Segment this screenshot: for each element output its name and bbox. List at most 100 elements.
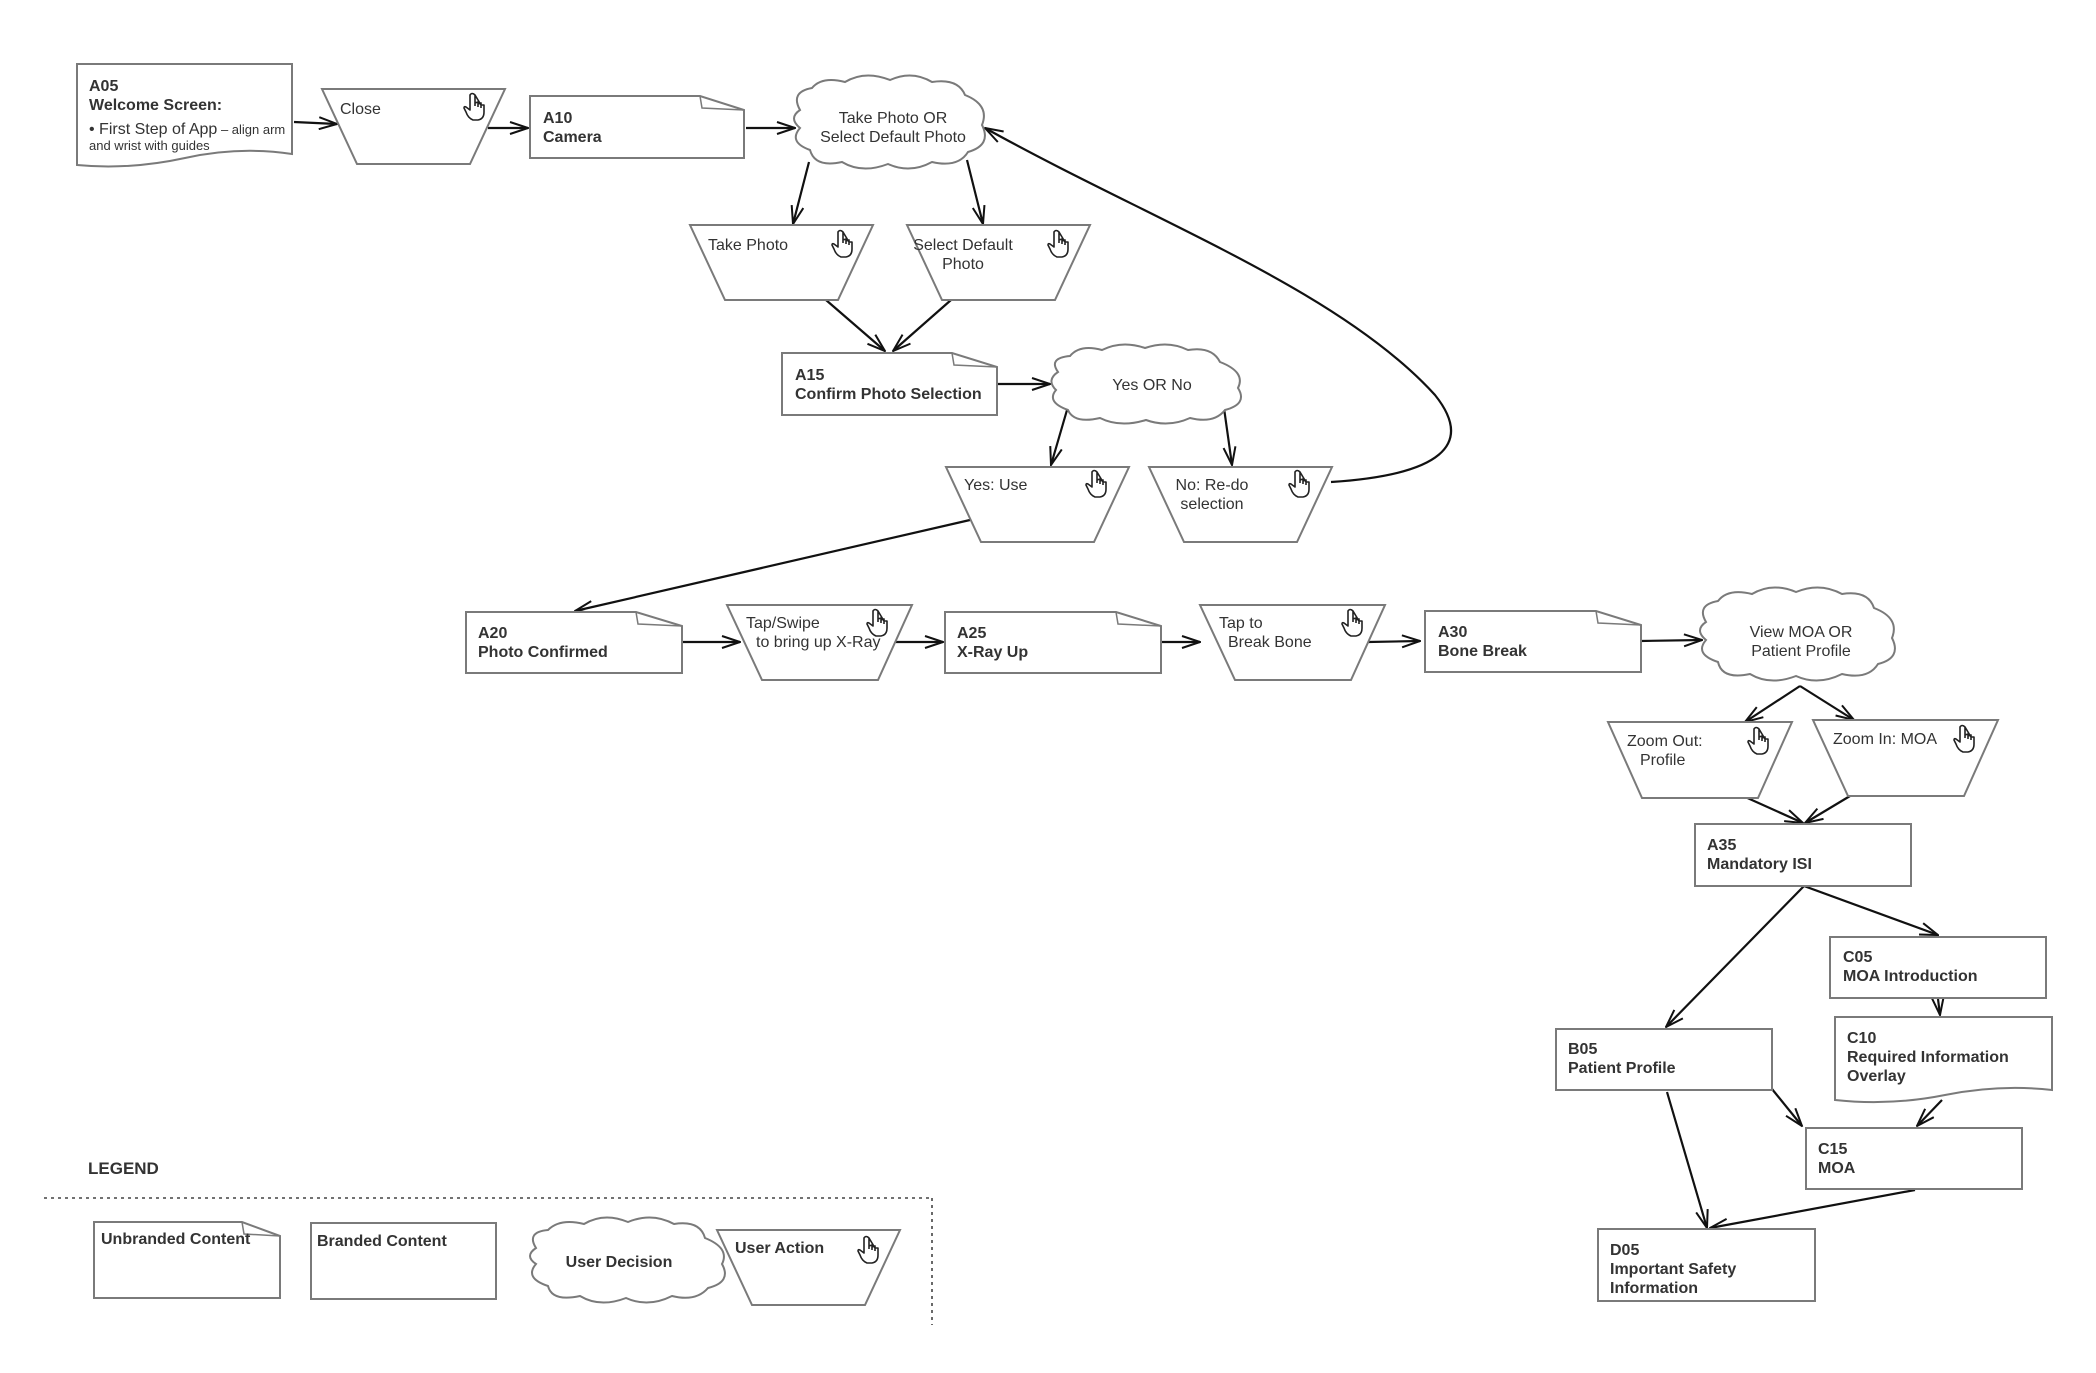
- a20-title: Photo Confirmed: [478, 644, 608, 661]
- edge-yesorno-yes: [1051, 409, 1069, 465]
- node-take-or-select-decision[interactable]: Take Photo OR Select Default Photo: [793, 74, 986, 170]
- edge-viewmoa-zoomout: [1745, 685, 1801, 722]
- node-tap-break-action[interactable]: Tap to Break Bone: [1198, 604, 1387, 681]
- b05-title: Patient Profile: [1568, 1060, 1676, 1077]
- node-zoom-in-action[interactable]: Zoom In: MOA: [1811, 719, 2000, 797]
- legend: LEGEND Unbranded Content Branded Content…: [44, 1159, 933, 1325]
- edge-selectdefault-a15: [893, 299, 952, 351]
- zoom-out-line2: Profile: [1640, 752, 1685, 769]
- edge-a30-viewmoa: [1639, 640, 1702, 641]
- edge-b05-d05: [1665, 1091, 1707, 1228]
- zoom-in-label: Zoom In: MOA: [1833, 731, 1937, 748]
- legend-user-action: User Action: [715, 1229, 902, 1306]
- a05-bullet-rest: – align arm: [217, 122, 285, 137]
- node-no-redo-action[interactable]: No: Re-do selection: [1147, 466, 1334, 543]
- a25-title: X-Ray Up: [957, 644, 1028, 661]
- edge-a05-close: [293, 122, 337, 124]
- view-moa-line1: View MOA OR: [1750, 624, 1853, 641]
- node-a35-mandatory-isi[interactable]: A35 Mandatory ISI: [1694, 823, 1912, 887]
- b05-code: B05: [1568, 1041, 1597, 1058]
- edge-c10-c15: [1917, 1099, 1943, 1126]
- a20-code: A20: [478, 625, 507, 642]
- edge-yesorno-no: [1224, 407, 1232, 465]
- legend-title: LEGEND: [88, 1159, 159, 1178]
- yes-use-label: Yes: Use: [964, 477, 1028, 494]
- edge-b05-c15: [1772, 1089, 1802, 1126]
- legend-branded-content: Branded Content: [310, 1222, 497, 1300]
- a10-code: A10: [543, 110, 572, 127]
- edge-c15-d05: [1710, 1188, 1916, 1228]
- a05-bullet: • First Step of App – align arm: [89, 121, 285, 138]
- legend-user-decision-label: User Decision: [566, 1254, 673, 1271]
- edges: [293, 122, 1943, 1228]
- a05-bullet-main: • First Step of App: [89, 121, 217, 138]
- node-yes-use-action[interactable]: Yes: Use: [944, 466, 1131, 543]
- edge-decision-takephoto: [793, 161, 811, 224]
- c05-title: MOA Introduction: [1843, 968, 1978, 985]
- node-a05-welcome-screen[interactable]: A05 Welcome Screen: • First Step of App …: [76, 63, 293, 168]
- c15-code: C15: [1818, 1141, 1847, 1158]
- select-default-line1: Select Default: [913, 237, 1013, 254]
- c10-line2: Overlay: [1847, 1068, 1906, 1085]
- a05-bullet-line2: and wrist with guides: [89, 138, 210, 153]
- d05-line1: Important Safety: [1610, 1261, 1736, 1278]
- tap-break-line2: Break Bone: [1228, 634, 1312, 651]
- node-a30-bone-break[interactable]: A30 Bone Break: [1424, 610, 1642, 673]
- edge-decision-selectdefault: [965, 159, 983, 224]
- node-c15-moa[interactable]: C15 MOA: [1805, 1127, 2023, 1190]
- node-close-action[interactable]: Close: [320, 88, 507, 165]
- edge-yes-a20: [575, 518, 971, 611]
- view-moa-line2: Patient Profile: [1751, 643, 1851, 660]
- zoom-out-line1: Zoom Out:: [1627, 733, 1703, 750]
- node-yes-or-no-decision[interactable]: Yes OR No: [1050, 343, 1242, 425]
- tap-swipe-line1: Tap/Swipe: [746, 615, 820, 632]
- edge-c05-c10: [1938, 999, 1940, 1015]
- c05-code: C05: [1843, 949, 1872, 966]
- a15-code: A15: [795, 367, 824, 384]
- node-take-photo-action[interactable]: Take Photo: [688, 224, 875, 301]
- yes-or-no-label: Yes OR No: [1112, 377, 1192, 394]
- edge-zoomout-a35: [1742, 794, 1803, 823]
- node-a10-camera[interactable]: A10 Camera: [529, 95, 745, 159]
- a30-title: Bone Break: [1438, 643, 1527, 660]
- c10-line1: Required Information: [1847, 1049, 2009, 1066]
- node-tap-swipe-action[interactable]: Tap/Swipe to bring up X-Ray: [725, 604, 914, 681]
- take-photo-label: Take Photo: [708, 237, 788, 254]
- node-c10-required-info[interactable]: C10 Required Information Overlay: [1834, 1016, 2053, 1104]
- close-label: Close: [340, 101, 381, 118]
- take-or-select-line2: Select Default Photo: [820, 129, 966, 146]
- a30-code: A30: [1438, 624, 1467, 641]
- node-d05-important-safety[interactable]: D05 Important Safety Information: [1597, 1228, 1816, 1302]
- d05-code: D05: [1610, 1242, 1639, 1259]
- legend-unbranded-content: Unbranded Content: [93, 1221, 281, 1299]
- edge-viewmoa-zoomin: [1799, 685, 1854, 720]
- a10-title: Camera: [543, 129, 602, 146]
- c15-title: MOA: [1818, 1160, 1856, 1177]
- node-a20-photo-confirmed[interactable]: A20 Photo Confirmed: [465, 611, 683, 674]
- a25-code: A25: [957, 625, 986, 642]
- node-a25-xray-up[interactable]: A25 X-Ray Up: [944, 611, 1162, 674]
- select-default-line2: Photo: [942, 256, 984, 273]
- c10-code: C10: [1847, 1030, 1876, 1047]
- legend-branded-label: Branded Content: [317, 1233, 447, 1250]
- legend-user-action-label: User Action: [735, 1240, 824, 1257]
- a35-title: Mandatory ISI: [1707, 856, 1812, 873]
- node-a15-confirm-photo[interactable]: A15 Confirm Photo Selection: [781, 352, 998, 416]
- node-b05-patient-profile[interactable]: B05 Patient Profile: [1555, 1028, 1773, 1091]
- edge-no-back-to-decision: [985, 128, 1453, 484]
- a35-code: A35: [1707, 837, 1736, 854]
- no-redo-line2: selection: [1180, 496, 1243, 513]
- legend-user-decision: User Decision: [529, 1216, 726, 1304]
- edge-a35-c05: [1803, 884, 1938, 935]
- a05-code: A05: [89, 78, 118, 95]
- no-redo-line1: No: Re-do: [1176, 477, 1249, 494]
- node-zoom-out-action[interactable]: Zoom Out: Profile: [1606, 721, 1794, 799]
- node-c05-moa-introduction[interactable]: C05 MOA Introduction: [1829, 936, 2047, 999]
- edge-a35-b05: [1666, 885, 1805, 1027]
- legend-unbranded-label: Unbranded Content: [101, 1231, 251, 1248]
- node-select-default-action[interactable]: Select Default Photo: [905, 224, 1092, 301]
- edge-tapbreak-a30: [1367, 641, 1420, 642]
- tap-break-line1: Tap to: [1219, 615, 1263, 632]
- node-view-moa-decision[interactable]: View MOA OR Patient Profile: [1699, 586, 1896, 682]
